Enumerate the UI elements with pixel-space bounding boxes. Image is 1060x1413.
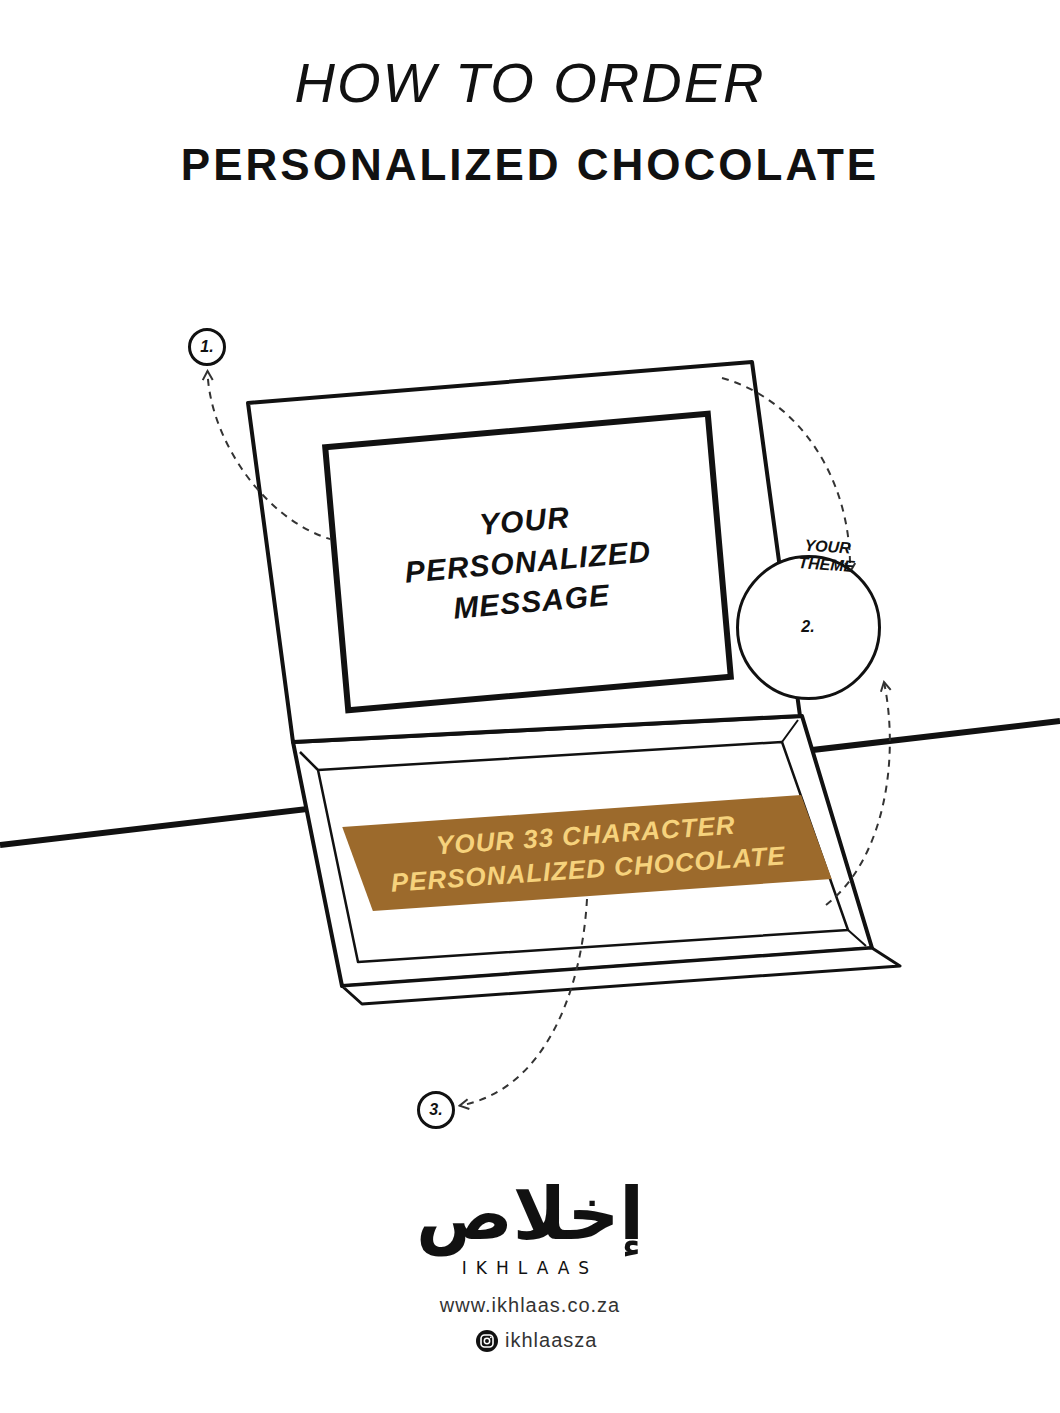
callout-number: 3.	[417, 1091, 455, 1129]
callout-number: 1.	[200, 338, 213, 356]
dashed-connector	[208, 371, 333, 540]
callout-number: 2.	[801, 618, 814, 636]
page-subtitle: PERSONALIZED CHOCOLATE	[0, 140, 1060, 190]
box-tray-rim	[300, 742, 848, 962]
dashed-connector	[460, 899, 587, 1106]
instagram-handle: ikhlaasza	[505, 1329, 597, 1352]
box-base	[293, 716, 872, 986]
callout-number: 3.	[429, 1101, 442, 1119]
chocolate-bar: YOUR 33 CHARACTER PERSONALIZED CHOCOLATE	[355, 794, 820, 912]
callout-text: YOUR THEME	[777, 534, 875, 577]
logo-wordmark: IKHLAAS	[0, 1258, 1060, 1278]
theme-leader	[826, 682, 890, 905]
instagram-icon	[476, 1330, 498, 1352]
callout-number: 2.YOUR THEME	[736, 555, 881, 700]
message-panel: YOUR PERSONALIZED MESSAGE	[322, 411, 734, 714]
logo-arabic: إخلاص	[0, 1178, 1060, 1250]
callout-number: 1.	[188, 328, 226, 366]
box-lid	[248, 362, 800, 742]
page-title: HOW TO ORDER	[0, 50, 1060, 115]
node-text: YOUR PERSONALIZED MESSAGE	[362, 487, 693, 636]
website-url: www.ikhlaas.co.za	[0, 1294, 1060, 1317]
